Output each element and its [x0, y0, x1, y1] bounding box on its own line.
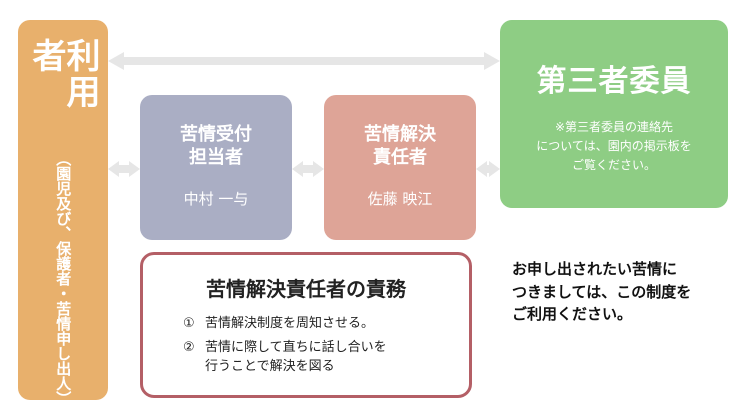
- duties-box: 苦情解決責任者の責務 ① 苦情解決制度を周知させる。 ② 苦情に際して直ちに話し…: [140, 252, 472, 398]
- duty-text: 苦情解決制度を周知させる。: [205, 316, 375, 331]
- duty-item: ② 苦情に際して直ちに話し合いを 行うことで解決を図る: [183, 339, 387, 377]
- third-party-title: 第三者委員: [536, 64, 692, 99]
- duty-number: ①: [183, 316, 195, 331]
- user-title: 利用者: [26, 38, 100, 110]
- duties-title: 苦情解決責任者の責務: [206, 277, 406, 301]
- arrow-reception-responsible: [292, 161, 324, 177]
- third-party-note: ※第三者委員の連絡先 については、園内の掲示板を ご覧ください。: [536, 120, 692, 173]
- reception-box: 苦情受付 担当者 中村 一与: [140, 95, 292, 240]
- duty-number: ②: [183, 340, 195, 355]
- arrow-user-reception: [108, 161, 140, 177]
- responsible-name: 佐藤 映江: [367, 189, 433, 208]
- duty-text: 苦情に際して直ちに話し合いを 行うことで解決を図る: [205, 340, 387, 374]
- reception-title: 苦情受付 担当者: [180, 124, 252, 169]
- duty-item: ① 苦情解決制度を周知させる。: [183, 315, 374, 334]
- user-subtitle: （園児及び、保護者・苦情申し出人）: [54, 151, 73, 407]
- responsible-box: 苦情解決 責任者 佐藤 映江: [324, 95, 476, 240]
- user-box: 利用者 （園児及び、保護者・苦情申し出人）: [18, 20, 108, 407]
- invite-text: お申し出されたい苦情に つきましては、この制度を ご利用ください。: [512, 260, 692, 323]
- reception-name: 中村 一与: [183, 189, 249, 208]
- third-party-box: 第三者委員 ※第三者委員の連絡先 については、園内の掲示板を ご覧ください。: [500, 20, 728, 208]
- arrow-responsible-third-party: [476, 161, 500, 177]
- arrow-user-third-party: [108, 52, 500, 70]
- responsible-title: 苦情解決 責任者: [364, 124, 436, 169]
